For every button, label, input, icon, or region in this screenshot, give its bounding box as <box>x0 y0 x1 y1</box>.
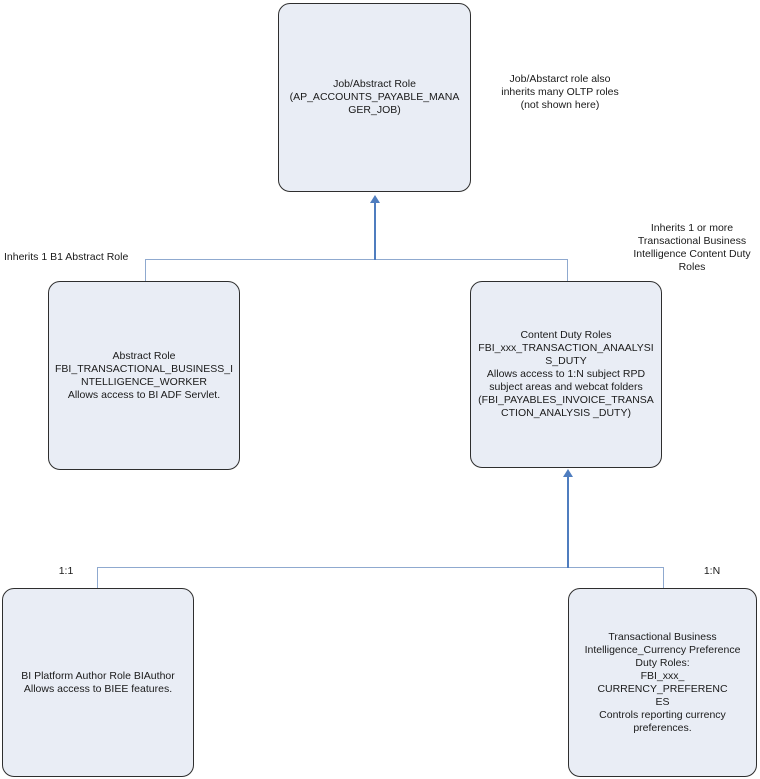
arrow-to-job-role-shaft <box>374 203 376 260</box>
edge-label-one-to-n: 1:N <box>703 565 721 577</box>
note-oltp-roles: Job/Abstarct role also inherits many OLT… <box>501 73 619 111</box>
node-abstract-role: Abstract Role FBI_TRANSACTIONAL_BUSINESS… <box>48 281 240 470</box>
connector-upper-left-drop <box>145 259 146 282</box>
arrow-to-content-duty-shaft <box>567 477 569 568</box>
connector-lower-right-drop <box>663 567 664 588</box>
node-content-duty-roles: Content Duty Roles FBI_xxx_TRANSACTION_A… <box>470 281 662 468</box>
connector-upper-horizontal <box>145 259 568 260</box>
connector-upper-right-drop <box>567 259 568 282</box>
node-job-abstract-role-label: Job/Abstract Role (AP_ACCOUNTS_PAYABLE_M… <box>289 78 460 116</box>
connector-lower-left-drop <box>97 567 98 588</box>
node-currency-preference-duty-label: Transactional Business Intelligence_Curr… <box>584 630 741 734</box>
node-currency-preference-duty: Transactional Business Intelligence_Curr… <box>568 588 757 777</box>
edge-label-one-to-one: 1:1 <box>58 565 74 577</box>
up-arrowhead-icon <box>370 195 380 203</box>
connector-lower-horizontal <box>97 567 664 568</box>
node-abstract-role-label: Abstract Role FBI_TRANSACTIONAL_BUSINESS… <box>55 349 233 401</box>
note-inherits-abstract-role: Inherits 1 B1 Abstract Role <box>4 251 129 263</box>
node-content-duty-roles-label: Content Duty Roles FBI_xxx_TRANSACTION_A… <box>478 329 654 419</box>
node-bi-platform-author-role-label: BI Platform Author Role BIAuthor Allows … <box>21 669 175 695</box>
up-arrowhead-icon <box>563 469 573 477</box>
node-bi-platform-author-role: BI Platform Author Role BIAuthor Allows … <box>2 588 194 777</box>
node-job-abstract-role: Job/Abstract Role (AP_ACCOUNTS_PAYABLE_M… <box>278 3 471 192</box>
note-inherits-content-duty: Inherits 1 or more Transactional Busines… <box>633 222 751 273</box>
